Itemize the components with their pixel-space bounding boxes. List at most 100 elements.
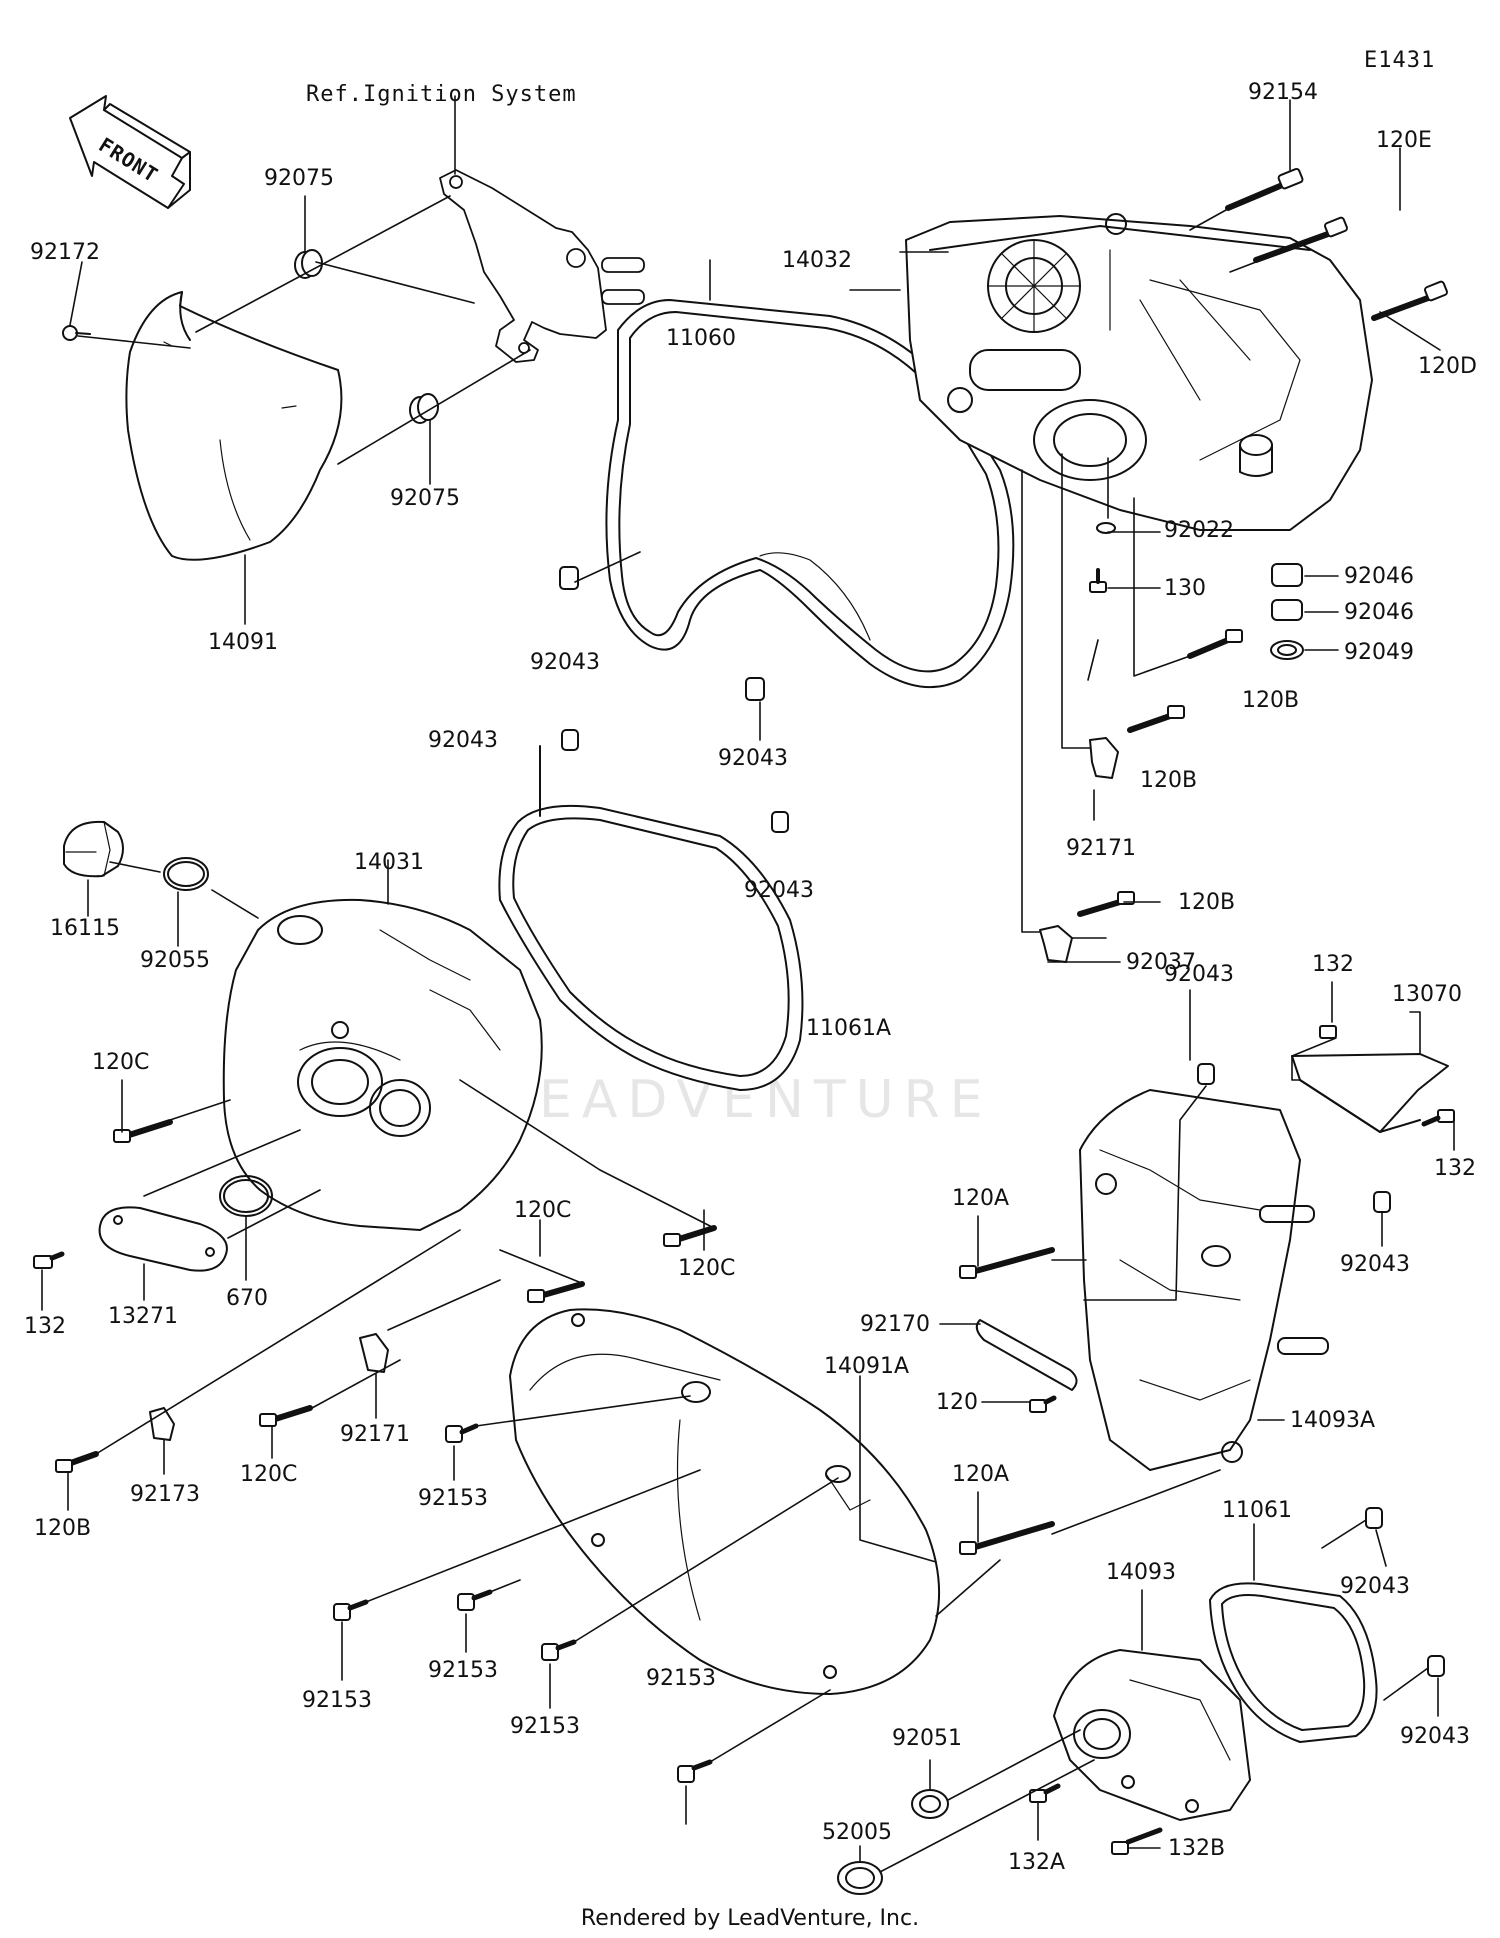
dowel-92043-d [771, 811, 789, 833]
callout-14091: 14091 [208, 630, 278, 655]
bolt-120C-lower [663, 1225, 717, 1247]
callout-13271: 13271 [108, 1304, 178, 1329]
bolt-120C-bottom [259, 1405, 313, 1427]
cover-13070 [1291, 1053, 1449, 1133]
callout-132-upper: 132 [1312, 952, 1354, 977]
callout-14031: 14031 [354, 850, 424, 875]
callout-132B: 132B [1168, 1836, 1226, 1861]
bolt-120E [1253, 216, 1348, 263]
bolt-120B-3 [1077, 891, 1135, 917]
clamp-92171-right [1089, 737, 1119, 779]
callout-120A-lower: 120A [952, 1462, 1010, 1487]
bolt-130 [1089, 568, 1107, 593]
callout-130: 130 [1164, 576, 1206, 601]
callout-92153-b: 92153 [302, 1688, 372, 1713]
grommet-92075-upper [294, 249, 323, 279]
callout-14091A: 14091A [824, 1354, 910, 1379]
callout-92171-left: 92171 [340, 1422, 410, 1447]
callout-11061A: 11061A [806, 1016, 892, 1041]
bolt-132A [1029, 1783, 1061, 1803]
callout-120A-upper: 120A [952, 1186, 1010, 1211]
bolt-92153-c [457, 1589, 493, 1611]
callout-92043-c: 92043 [428, 728, 498, 753]
clamp-92171-left [359, 1333, 389, 1373]
cover-plate-13271 [98, 1206, 228, 1272]
dowel-92043-a [559, 566, 579, 590]
gasket-11061 [1209, 1582, 1378, 1743]
callout-92046-b: 92046 [1344, 600, 1414, 625]
callout-11060: 11060 [666, 326, 736, 351]
bolt-120-small [1029, 1395, 1057, 1413]
callout-92037: 92037 [1126, 950, 1196, 975]
spacer-92046-b [1271, 599, 1303, 621]
callout-92043-h: 92043 [1400, 1724, 1470, 1749]
dowel-92043-c [561, 729, 579, 751]
callout-120E: 120E [1376, 128, 1432, 153]
bolt-132B [1111, 1827, 1163, 1855]
bolt-120B-2 [1127, 705, 1185, 733]
bolt-132-right [1421, 1109, 1455, 1127]
callout-120C-left: 120C [92, 1050, 150, 1075]
bolt-120A-upper [959, 1247, 1055, 1279]
diagram-id: E1431 [1364, 48, 1436, 73]
callout-132-left: 132 [24, 1314, 66, 1339]
callout-92043-f: 92043 [1340, 1252, 1410, 1277]
ignition-bracket [439, 169, 645, 363]
callout-92170: 92170 [860, 1312, 930, 1337]
callout-92022: 92022 [1164, 518, 1234, 543]
footer-credit: Rendered by LeadVenture, Inc. [580, 1906, 920, 1931]
oring-92055 [163, 857, 209, 891]
callout-92043-b: 92043 [718, 746, 788, 771]
washer-92022 [1096, 522, 1116, 534]
inner-cover-14093A [1079, 1089, 1329, 1471]
bolt-120B-1 [1187, 629, 1243, 659]
callout-92154: 92154 [1248, 80, 1318, 105]
cover-14091 [125, 291, 343, 561]
dowel-92043-f [1373, 1191, 1391, 1213]
screw-92172 [62, 325, 91, 341]
callout-92043-d: 92043 [744, 878, 814, 903]
callout-92046-a: 92046 [1344, 564, 1414, 589]
callout-92153-d: 92153 [510, 1714, 580, 1739]
bolt-92153-b [333, 1599, 369, 1621]
callout-92075-upper: 92075 [264, 166, 334, 191]
spacer-92046-a [1271, 563, 1303, 587]
callout-92173: 92173 [130, 1482, 200, 1507]
callout-92043-e: 92043 [1164, 962, 1234, 987]
bolt-132-upper [1319, 1025, 1337, 1039]
seal-92049 [1270, 640, 1304, 660]
callout-92075-lower: 92075 [390, 486, 460, 511]
dowel-92043-h [1427, 1655, 1445, 1677]
callout-92043-g: 92043 [1340, 1574, 1410, 1599]
dowel-92043-g [1365, 1507, 1383, 1529]
callout-92153-a: 92153 [418, 1486, 488, 1511]
oring-670 [219, 1175, 273, 1217]
callout-132-right: 132 [1434, 1156, 1476, 1181]
callout-92153-e: 92153 [646, 1666, 716, 1691]
case-cover-14031 [222, 898, 543, 1231]
callout-120: 120 [936, 1390, 978, 1415]
callout-120C-lower: 120C [678, 1256, 736, 1281]
callout-120B-3: 120B [1178, 890, 1236, 915]
callout-120B-2: 120B [1140, 768, 1198, 793]
callout-13070: 13070 [1392, 982, 1462, 1007]
callout-670: 670 [226, 1286, 268, 1311]
filler-cap-16115 [63, 820, 124, 878]
callout-120B-1: 120B [1242, 688, 1300, 713]
callout-92051: 92051 [892, 1726, 962, 1751]
callout-92049: 92049 [1344, 640, 1414, 665]
callout-11061: 11061 [1222, 1498, 1292, 1523]
callout-14032: 14032 [782, 248, 852, 273]
bolt-120C-mid [527, 1281, 585, 1303]
strap-92170 [975, 1319, 1078, 1391]
clamp-92037 [1039, 925, 1073, 963]
bolt-120D [1371, 280, 1448, 321]
dowel-92043-e [1197, 1063, 1215, 1085]
cover-14093 [1053, 1649, 1251, 1821]
callout-92171-right: 92171 [1066, 836, 1136, 861]
case-cover-14032 [905, 213, 1373, 531]
callout-92172: 92172 [30, 240, 100, 265]
reference-note: Ref.Ignition System [306, 82, 577, 107]
